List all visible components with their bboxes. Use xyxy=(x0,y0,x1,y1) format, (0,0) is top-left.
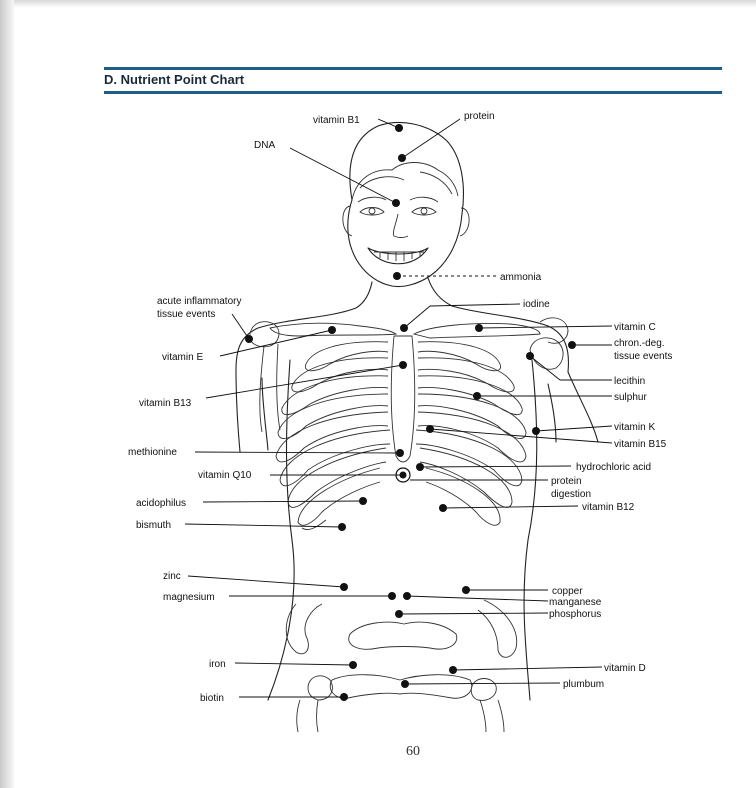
left-hip-ball xyxy=(308,676,332,700)
label-vitamin-b12: vitamin B12 xyxy=(582,502,635,513)
point-plumbum xyxy=(401,680,409,688)
point-sulphur xyxy=(473,392,481,400)
point-copper xyxy=(462,586,470,594)
label-copper: copper xyxy=(552,586,583,597)
label-hydrochloric-acid: hydrochloric acid xyxy=(576,462,651,473)
neck-left xyxy=(236,282,372,370)
label-bismuth: bismuth xyxy=(136,520,171,531)
left-femur xyxy=(297,700,318,732)
label-chron-deg-1: chron.-deg. xyxy=(614,338,665,349)
label-magnesium: magnesium xyxy=(163,592,215,603)
label-iodine: iodine xyxy=(523,299,550,310)
head-outline xyxy=(348,122,464,286)
right-iris xyxy=(421,208,427,214)
label-vitamin-k: vitamin K xyxy=(614,422,655,433)
sternum xyxy=(391,336,415,462)
label-acute-inflammatory-2: tissue events xyxy=(157,309,215,320)
label-sulphur: sulphur xyxy=(614,392,647,403)
hair-strands xyxy=(360,172,452,194)
mouth xyxy=(368,248,428,264)
label-zinc: zinc xyxy=(163,571,181,582)
point-vitamin-b12 xyxy=(439,504,447,512)
point-zinc xyxy=(340,583,348,591)
label-protein-digestion-1: protein xyxy=(551,476,582,487)
point-bismuth xyxy=(338,523,346,531)
point-iron xyxy=(349,661,357,669)
label-protein: protein xyxy=(464,111,495,122)
label-manganese: manganese xyxy=(549,597,602,608)
point-hydrochloric-acid xyxy=(416,463,424,471)
label-biotin: biotin xyxy=(200,693,224,704)
page-number: 60 xyxy=(393,744,433,760)
label-vitamin-c: vitamin C xyxy=(614,322,656,333)
label-vitamin-e: vitamin E xyxy=(162,352,203,363)
point-magnesium xyxy=(388,592,396,600)
right-humerus-head xyxy=(530,338,563,369)
point-chron-deg xyxy=(568,341,576,349)
sacrum xyxy=(330,675,472,699)
point-vitamin-k xyxy=(532,427,540,435)
label-iron: iron xyxy=(209,659,226,670)
label-lecithin: lecithin xyxy=(614,376,645,387)
point-vitamin-b1 xyxy=(395,124,403,132)
point-acute-inflammatory xyxy=(245,335,253,343)
left-iris xyxy=(369,208,375,214)
pelvis-basin xyxy=(349,622,457,649)
label-methionine: methionine xyxy=(128,447,177,458)
point-vitamin-c xyxy=(475,324,483,332)
point-vitamin-e xyxy=(328,326,336,334)
left-brow xyxy=(358,197,386,202)
label-vitamin-q10: vitamin Q10 xyxy=(198,470,252,481)
right-ilium xyxy=(478,600,517,657)
torso-left xyxy=(268,360,294,700)
right-arm-outer xyxy=(568,372,598,442)
label-plumbum: plumbum xyxy=(563,679,604,690)
point-dna xyxy=(392,199,400,207)
label-vitamin-b13: vitamin B13 xyxy=(139,398,192,409)
nose xyxy=(393,214,408,238)
label-phosphorus: phosphorus xyxy=(549,609,601,620)
label-acidophilus: acidophilus xyxy=(136,498,186,509)
point-acidophilus xyxy=(359,497,367,505)
skeleton xyxy=(250,318,568,732)
right-femur xyxy=(480,700,504,732)
point-iodine xyxy=(400,324,408,332)
right-ribs xyxy=(416,342,526,526)
point-vitamin-q10 xyxy=(400,472,407,479)
point-vitamin-b15 xyxy=(426,425,434,433)
label-dna: DNA xyxy=(254,140,275,151)
point-protein xyxy=(398,154,406,162)
label-ammonia: ammonia xyxy=(500,272,542,283)
point-vitamin-b13 xyxy=(399,361,407,369)
neck-right xyxy=(428,278,568,372)
label-vitamin-b1: vitamin B1 xyxy=(313,115,360,126)
point-methionine xyxy=(396,449,404,457)
right-arm-inner xyxy=(548,384,556,442)
right-hip-ball xyxy=(471,679,496,701)
label-vitamin-b15: vitamin B15 xyxy=(614,439,667,450)
label-acute-inflammatory-1: acute inflammatory xyxy=(157,296,241,307)
label-protein-digestion-2: digestion xyxy=(551,489,591,500)
point-manganese xyxy=(403,592,411,600)
label-vitamin-d: vitamin D xyxy=(604,663,646,674)
point-lecithin xyxy=(526,352,534,360)
point-ammonia xyxy=(393,272,401,280)
left-arm-outer xyxy=(236,370,240,452)
right-brow xyxy=(410,197,438,202)
label-chron-deg-2: tissue events xyxy=(614,351,672,362)
left-humerus xyxy=(260,344,280,432)
point-biotin xyxy=(340,693,348,701)
torso-right xyxy=(524,360,537,700)
point-vitamin-d xyxy=(449,666,457,674)
point-phosphorus xyxy=(395,610,403,618)
